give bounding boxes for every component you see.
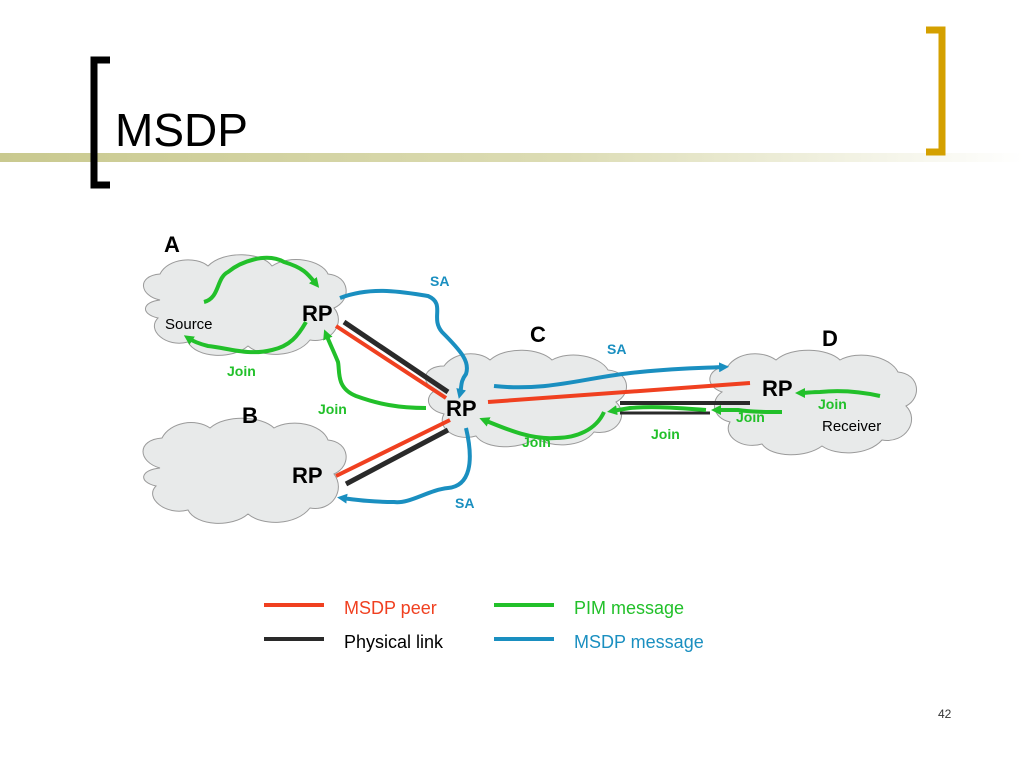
domain-a-letter: A [164, 232, 180, 257]
left-bracket [90, 56, 110, 189]
legend-physical-link-label: Physical link [344, 632, 444, 652]
join-label-d-local-1: Join [818, 396, 847, 412]
sa-arrow-a-to-c [339, 288, 469, 399]
legend-msdp-message-label: MSDP message [574, 632, 704, 652]
receiver-host-label: Receiver [822, 418, 881, 435]
msdp-peer-a-c [334, 324, 448, 400]
join-arrow-d-to-c [607, 405, 707, 416]
sa-arrow-c-to-b [337, 427, 472, 505]
sa-label-c-to-d: SA [607, 341, 626, 357]
join-label-c-local: Join [522, 434, 551, 450]
right-bracket [926, 26, 946, 156]
join-arrow-d-local-2 [711, 405, 783, 415]
source-host-label: Source [165, 316, 213, 333]
domain-d-cloud [709, 349, 917, 456]
sa-label-a-to-c: SA [430, 273, 449, 289]
join-label-d-local-2: Join [736, 409, 765, 425]
sa-arrow-c-to-d [493, 362, 729, 390]
slide-title: MSDP [115, 104, 248, 156]
domain-a-rp-label: RP [302, 301, 333, 326]
msdp-peer-b-c [335, 418, 451, 478]
physical-link-a-c [342, 319, 450, 395]
legend-msdp-peer-label: MSDP peer [344, 598, 437, 618]
domain-d-rp-label: RP [762, 376, 793, 401]
join-arrow-d-local [795, 387, 881, 398]
domain-d-letter: D [822, 326, 838, 351]
join-arrow-c-to-a [323, 329, 427, 410]
join-arrow-a-to-source [183, 321, 308, 355]
domain-a-cloud [143, 254, 347, 356]
join-arrow-c-local [479, 411, 606, 441]
join-arrow-a-local [203, 255, 320, 304]
physical-link-b-c [344, 427, 450, 487]
domain-b-cloud [142, 417, 347, 524]
legend-pim-message-label: PIM message [574, 598, 684, 618]
join-label-d-to-c: Join [651, 426, 680, 442]
domain-b-letter: B [242, 403, 258, 428]
domain-c-rp-label: RP [446, 396, 477, 421]
domain-b-rp-label: RP [292, 463, 323, 488]
legend: MSDP peer Physical link PIM message MSDP… [264, 598, 704, 652]
join-label-a-local: Join [227, 363, 256, 379]
page-number: 42 [938, 707, 952, 721]
join-label-c-to-a: Join [318, 401, 347, 417]
sa-label-c-to-b: SA [455, 495, 474, 511]
title-accent-bar [0, 153, 1024, 162]
msdp-peer-c-d [487, 381, 751, 404]
domain-c-letter: C [530, 322, 546, 347]
